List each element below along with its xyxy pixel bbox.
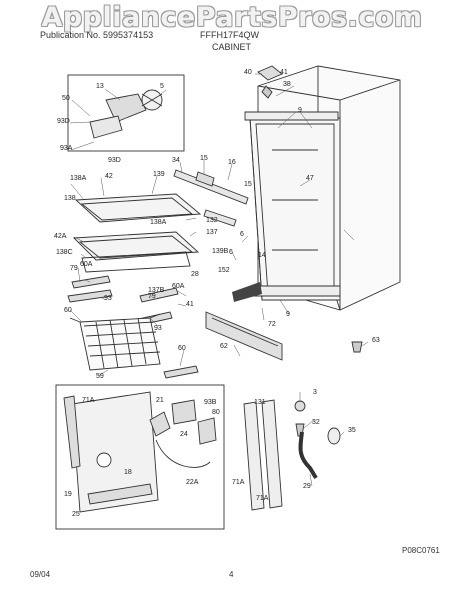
- slide-rail: [163, 365, 199, 379]
- callout-60: 60: [64, 307, 72, 314]
- callout-34: 34: [172, 157, 180, 164]
- leveling-leg: [351, 341, 363, 353]
- callout-79: 79: [70, 265, 78, 272]
- hinge-parts: [294, 400, 341, 480]
- callout-80: 80: [212, 409, 220, 416]
- callout-60: 60: [178, 345, 186, 352]
- callout-16: 16: [228, 159, 236, 166]
- page-number: 4: [229, 570, 234, 579]
- callout-137: 137: [206, 229, 218, 236]
- callout-62: 62: [220, 343, 228, 350]
- callout-13: 13: [96, 83, 104, 90]
- callout-60A: 60A: [172, 283, 185, 290]
- callout-71A: 71A: [256, 495, 269, 502]
- callout-9: 9: [286, 311, 290, 318]
- callout-93: 93: [104, 295, 112, 302]
- callout-72: 72: [268, 321, 276, 328]
- callout-93D: 93D: [57, 118, 70, 125]
- callout-40: 40: [244, 69, 252, 76]
- callout-6: 6: [240, 231, 244, 238]
- callout-41: 41: [186, 301, 194, 308]
- callout-28: 28: [191, 271, 199, 278]
- callout-60A: 60A: [80, 261, 93, 268]
- callout-22A: 22A: [186, 479, 199, 486]
- basket-slides: [67, 275, 179, 327]
- callout-41: 41: [280, 69, 288, 76]
- callout-9: 9: [298, 107, 302, 114]
- wire-basket: [69, 313, 161, 371]
- callout-42: 42: [105, 173, 113, 180]
- callout-132: 132: [206, 217, 218, 224]
- fan-motor-box: [67, 74, 185, 152]
- leader-lines: [69, 73, 369, 487]
- callout-93A: 93A: [60, 145, 73, 152]
- callout-38: 38: [283, 81, 291, 88]
- section-title: CABINET: [212, 42, 252, 52]
- callout-18: 18: [124, 469, 132, 476]
- callout-29: 29: [303, 483, 311, 490]
- model-number: FFFH17F4QW: [200, 30, 260, 40]
- figure-code: P08C0761: [402, 546, 440, 555]
- callout-139: 139: [153, 171, 165, 178]
- publication-number: Publication No. 5995374153: [40, 30, 154, 40]
- callout-15: 15: [244, 181, 252, 188]
- callout-19: 19: [64, 491, 72, 498]
- callout-32: 32: [312, 419, 320, 426]
- callout-25: 25: [72, 511, 80, 518]
- callout-131: 131: [254, 399, 266, 406]
- door-gasket-strips: [243, 399, 283, 511]
- callout-59: 59: [96, 373, 104, 380]
- footer-date: 09/04: [30, 570, 51, 579]
- shelf-rails: [173, 169, 249, 227]
- cabinet-body: [244, 65, 401, 311]
- callout-21: 21: [156, 397, 164, 404]
- callout-42A: 42A: [54, 233, 67, 240]
- callout-139B: 139B: [212, 248, 229, 255]
- callout-5: 5: [160, 83, 164, 90]
- callout-35: 35: [348, 427, 356, 434]
- callout-93B: 93B: [204, 399, 217, 406]
- kickplate: [205, 311, 283, 361]
- control-inset-box: [55, 384, 225, 530]
- callout-93: 93: [154, 325, 162, 332]
- shelf-assembly: [72, 193, 202, 273]
- callout-138C: 138C: [56, 249, 73, 256]
- callout-24: 24: [180, 431, 188, 438]
- callout-3: 3: [313, 389, 317, 396]
- component-arrow: [232, 282, 262, 302]
- watermark-logo: AppliancePartsPros.com: [41, 2, 423, 33]
- callout-labels: 40 41 38 9 13 5 50 93D 93A 93D 34 15 16 47 15 42 139 138A…: [54, 69, 380, 518]
- callout-71A: 71A: [232, 479, 245, 486]
- callout-14: 14: [258, 252, 266, 259]
- callout-138A: 138A: [70, 175, 87, 182]
- callout-47: 47: [306, 175, 314, 182]
- callout-63: 63: [372, 337, 380, 344]
- callout-15: 15: [200, 155, 208, 162]
- callout-152: 152: [218, 267, 230, 274]
- callout-50: 50: [62, 95, 70, 102]
- top-light-assembly: [257, 65, 283, 99]
- callout-6: 6: [229, 249, 233, 256]
- callout-138A: 138A: [150, 219, 167, 226]
- callout-93D: 93D: [108, 157, 121, 164]
- callout-79: 79: [148, 293, 156, 300]
- callout-137B: 137B: [148, 287, 165, 294]
- callout-71A: 71A: [82, 397, 95, 404]
- callout-138: 138: [64, 195, 76, 202]
